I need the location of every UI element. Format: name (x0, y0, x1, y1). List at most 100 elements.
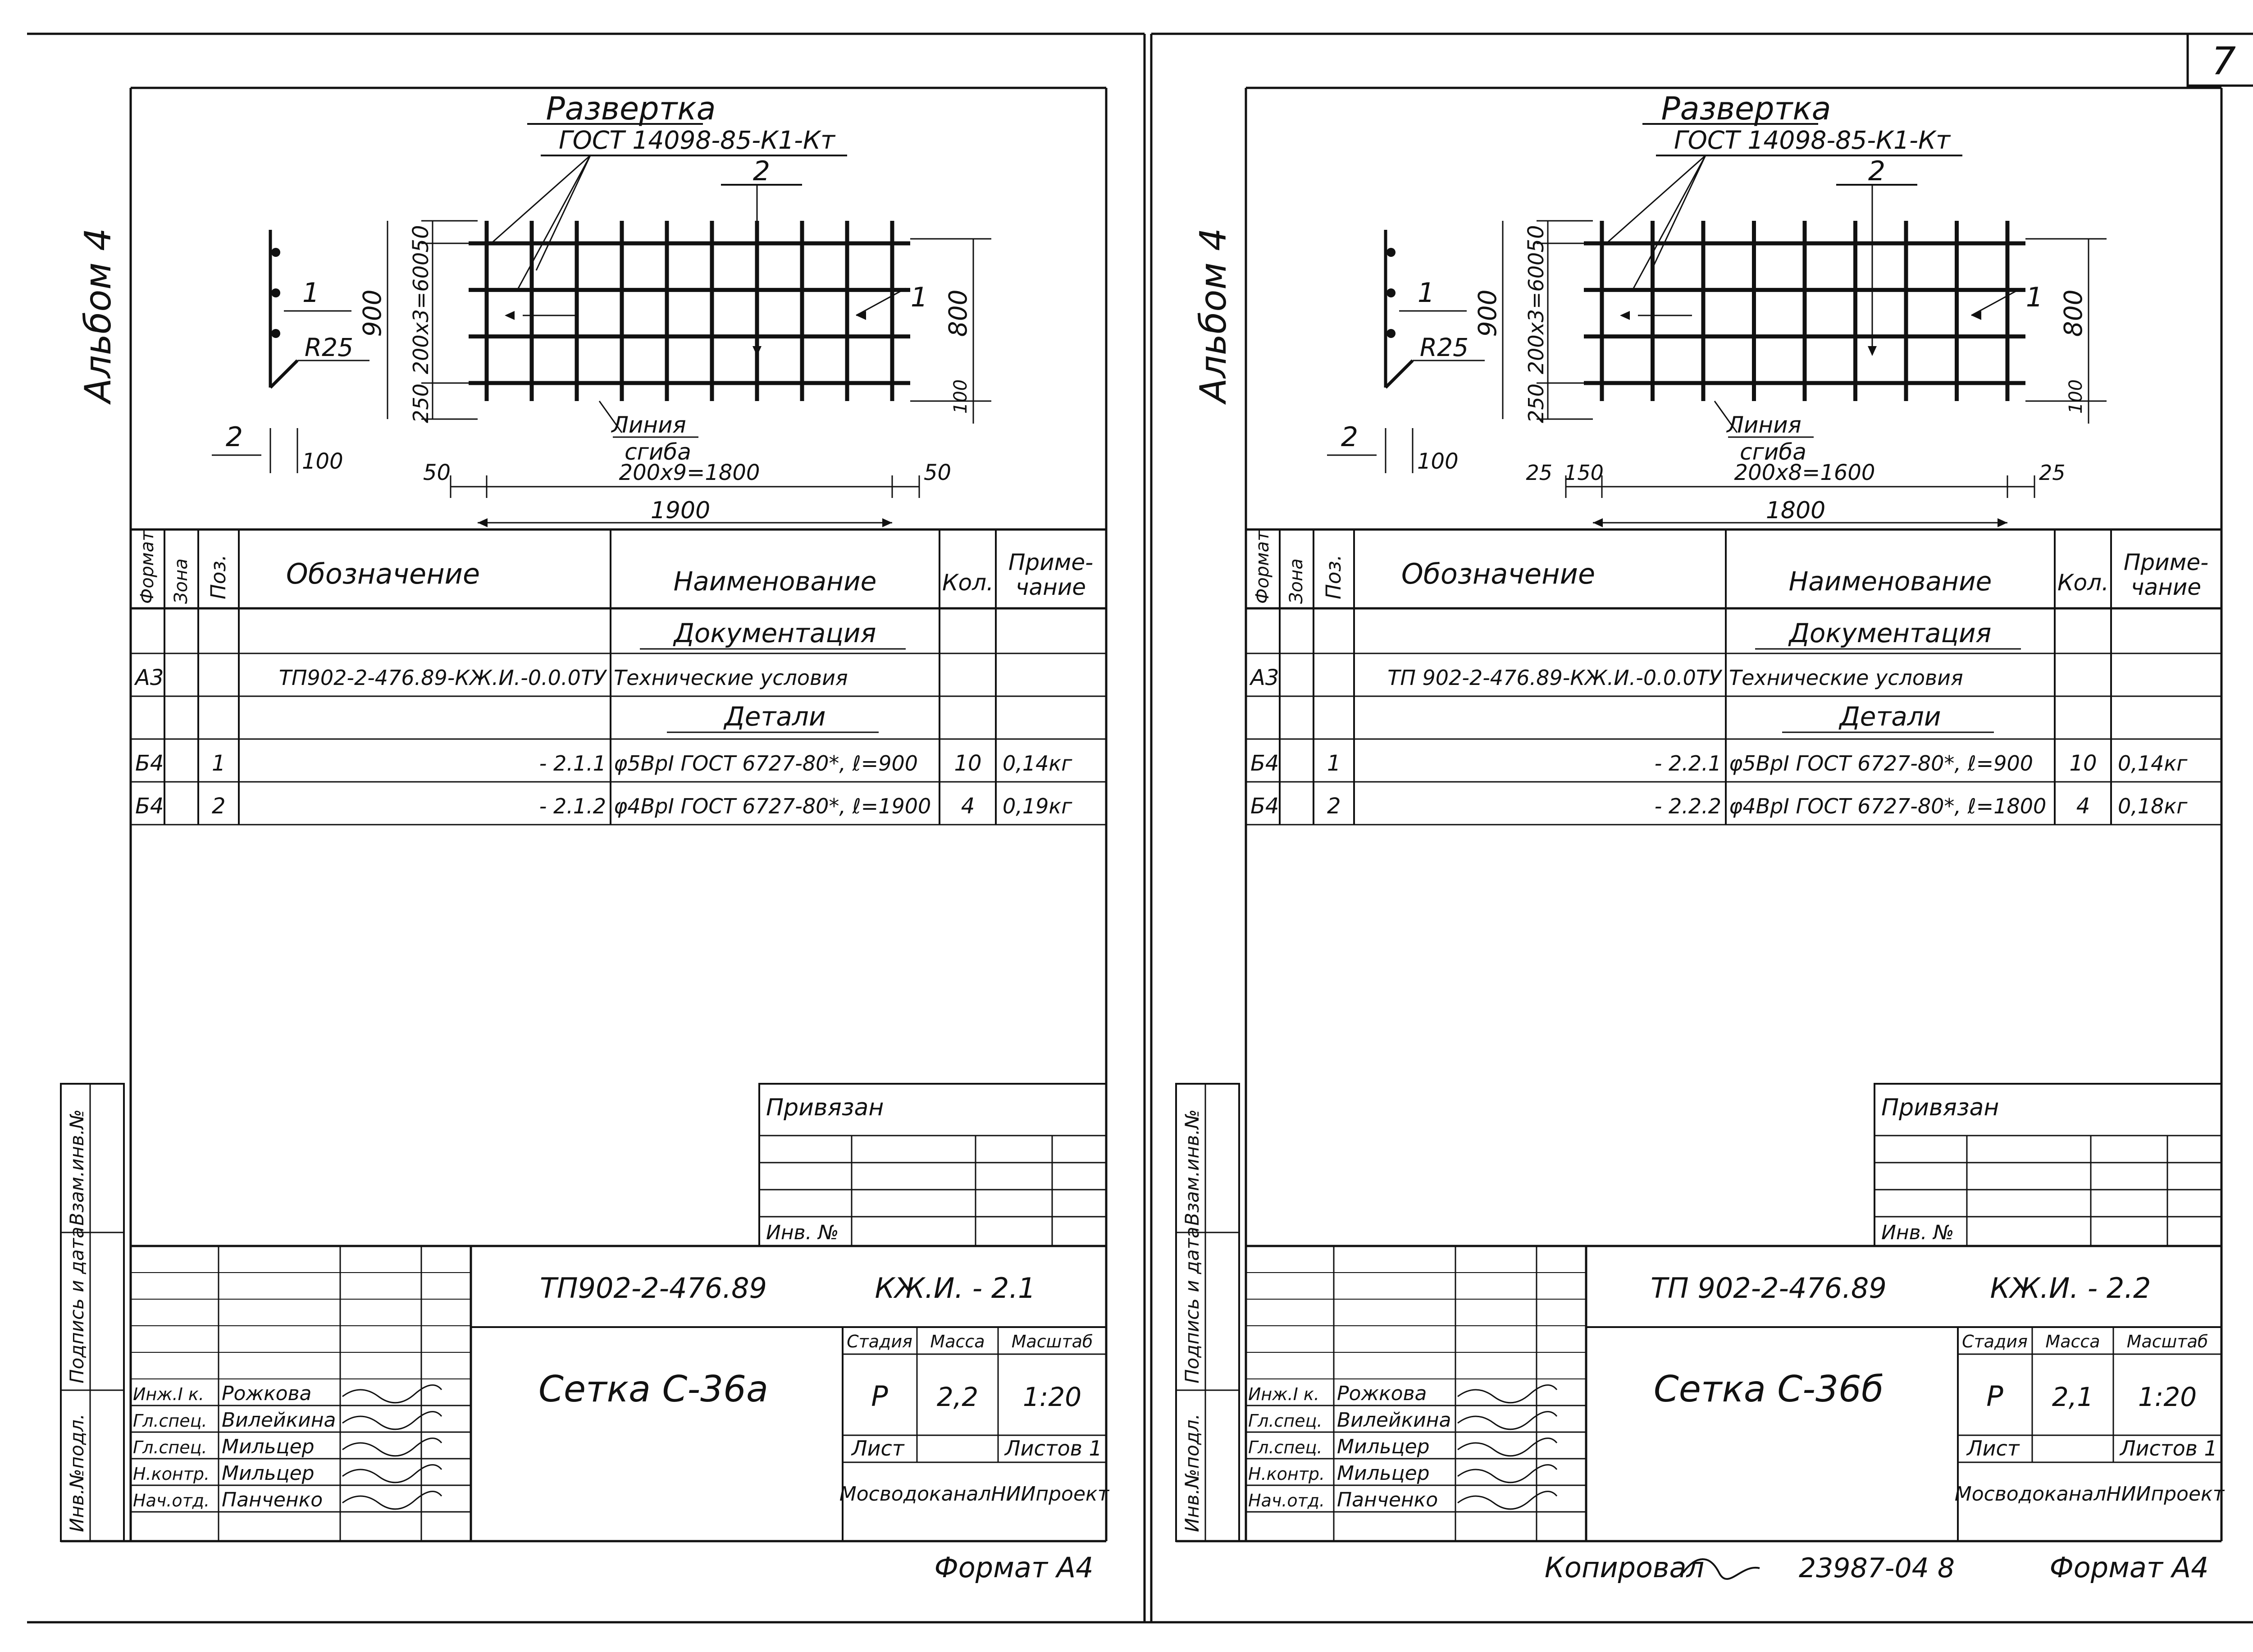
spec-header-format: Формат (1252, 530, 1273, 604)
privyazan-label: Привязан (766, 1094, 884, 1121)
drawing-title: Развертка (1661, 90, 1831, 127)
dim-bottom-second: 150 (1564, 461, 1604, 485)
spec-row-name: Технические условия (1729, 666, 1963, 690)
dim-bottom-span: 200х9=1800 (619, 460, 760, 485)
signature-mark (1457, 1438, 1558, 1457)
footer-format: Формат А4 (2049, 1551, 2208, 1584)
title-mass: 2,1 (2052, 1382, 2093, 1412)
side-view-node (1386, 288, 1396, 297)
side-view-node (271, 329, 280, 338)
spec-header-note-1: Приме- (1008, 549, 1093, 575)
people-name: Панченко (1337, 1488, 1438, 1511)
drawing-title: Развертка (546, 90, 716, 127)
title-sheet-label: Лист (1966, 1436, 2020, 1460)
spec-row-name: φ5ВрI ГОСТ 6727-80*, ℓ=900 (1729, 751, 2033, 776)
dim-total-width: 1800 (1766, 497, 1825, 524)
dim-bottom-right: 100 (2066, 379, 2086, 414)
pos1-side-callout: 1 (302, 277, 319, 309)
pos1-leader (856, 288, 906, 316)
signature-mark (1457, 1411, 1558, 1430)
spec-header-zone: Зона (171, 558, 192, 604)
bend-label-1: Линия (611, 412, 686, 438)
arrow-head (478, 518, 488, 527)
side-stamp-frame (1175, 1083, 1240, 1542)
gost-pointer (1651, 155, 1706, 271)
spec-row-qty: 10 (954, 751, 981, 776)
title-org: МосводоканалНИИпроект (1955, 1483, 2225, 1506)
dim-bottom-span: 200х8=1600 (1734, 460, 1875, 485)
bend-leader (1714, 401, 1738, 433)
signature-mark (342, 1384, 442, 1404)
spec-header-name: Наименование (674, 566, 877, 597)
side-view-bend (1384, 359, 1414, 389)
footer-copied: Копировал (1545, 1551, 1704, 1584)
signature-mark (1457, 1491, 1558, 1510)
title-stage: Р (871, 1380, 888, 1413)
gost-pointer (1633, 155, 1706, 289)
spec-row-name: φ5ВрI ГОСТ 6727-80*, ℓ=900 (614, 751, 918, 776)
people-name: Рожкова (222, 1382, 311, 1405)
side-view-node (1386, 329, 1396, 338)
side-stamp-inv: Инв.№подл. (66, 1414, 88, 1532)
album-label: Альбом 4 (1192, 228, 1234, 405)
title-mass: 2,2 (937, 1382, 978, 1412)
dim-bottom-right: 100 (950, 379, 971, 414)
people-role: Нач.отд. (1248, 1491, 1325, 1511)
gost-pointer (517, 155, 591, 289)
album-label: Альбом 4 (77, 228, 119, 405)
spec-section-docs: Документация (1788, 618, 1992, 648)
bend-label-1: Линия (1726, 412, 1801, 438)
title-mass-label: Масса (2045, 1332, 2100, 1351)
spec-row-designation: ТП 902-2-476.89-КЖ.И.-0.0.0ТУ (1387, 666, 1723, 690)
inv-no-label: Инв. № (1881, 1221, 1954, 1244)
dim-bottom-last: 25 (2039, 461, 2066, 485)
spec-row-name: Технические условия (614, 666, 848, 690)
spec-row-qty: 10 (2069, 751, 2097, 776)
title-stage-label: Стадия (1962, 1332, 2028, 1351)
spec-row-note: 0,19кг (1003, 794, 1072, 818)
spec-row-format: А3 (1249, 665, 1279, 690)
signature-mark (1457, 1464, 1558, 1483)
spec-row-pos: 1 (212, 751, 226, 776)
spec-header-designation: Обозначение (1401, 557, 1595, 590)
people-name: Мильцер (1337, 1435, 1430, 1458)
pos1-side-callout: 1 (1418, 277, 1435, 309)
spec-row-note: 0,14кг (1003, 751, 1072, 776)
spec-row-name: φ4ВрI ГОСТ 6727-80*, ℓ=1800 (1729, 794, 2046, 818)
spec-row-format: Б4 (135, 751, 164, 776)
privyazan-label: Привязан (1881, 1094, 1999, 1121)
spec-row-note: 0,14кг (2118, 751, 2188, 776)
title-sheets-label: Листов 1 (1004, 1436, 1102, 1460)
footer-number: 23987-04 8 (1799, 1552, 1955, 1584)
people-role: Гл.спец. (133, 1411, 207, 1431)
leg-dim: 100 (302, 449, 343, 474)
page-number: 7 (2212, 39, 2236, 84)
pos2-grid-callout: 2 (1868, 155, 1885, 187)
title-project: ТП 902-2-476.89 (1651, 1272, 1887, 1305)
title-scale: 1:20 (2138, 1382, 2197, 1412)
spec-section-details: Детали (1838, 701, 1941, 732)
title-org: МосводоканалНИИпроект (839, 1483, 1110, 1506)
spec-row-name: φ4ВрI ГОСТ 6727-80*, ℓ=1900 (614, 794, 931, 818)
spec-header-format: Формат (137, 530, 158, 604)
people-name: Мильцер (222, 1435, 315, 1458)
dim-total-width: 1900 (651, 497, 710, 524)
signature-mark (342, 1438, 442, 1457)
title-stage: Р (1986, 1380, 2003, 1413)
people-name: Мильцер (1337, 1462, 1430, 1485)
spec-section-details: Детали (723, 701, 825, 732)
radius-label: R25 (305, 333, 353, 362)
dim-height-total: 900 (1473, 290, 1502, 337)
gost-pointer (535, 155, 591, 271)
dim-height-right: 800 (944, 290, 972, 337)
dim-top: 50 (1523, 225, 1549, 252)
pos1-grid-callout: 1 (911, 282, 928, 313)
title-sheet-label: Лист (851, 1436, 905, 1460)
spec-header-zone: Зона (1286, 558, 1307, 604)
title-scale-label: Масштаб (1012, 1332, 1093, 1351)
title-scale: 1:20 (1023, 1382, 1081, 1412)
title-scale-label: Масштаб (2127, 1332, 2208, 1351)
spec-header-note-2: чание (1016, 574, 1086, 600)
dim-bottom: 250 (1524, 383, 1548, 423)
